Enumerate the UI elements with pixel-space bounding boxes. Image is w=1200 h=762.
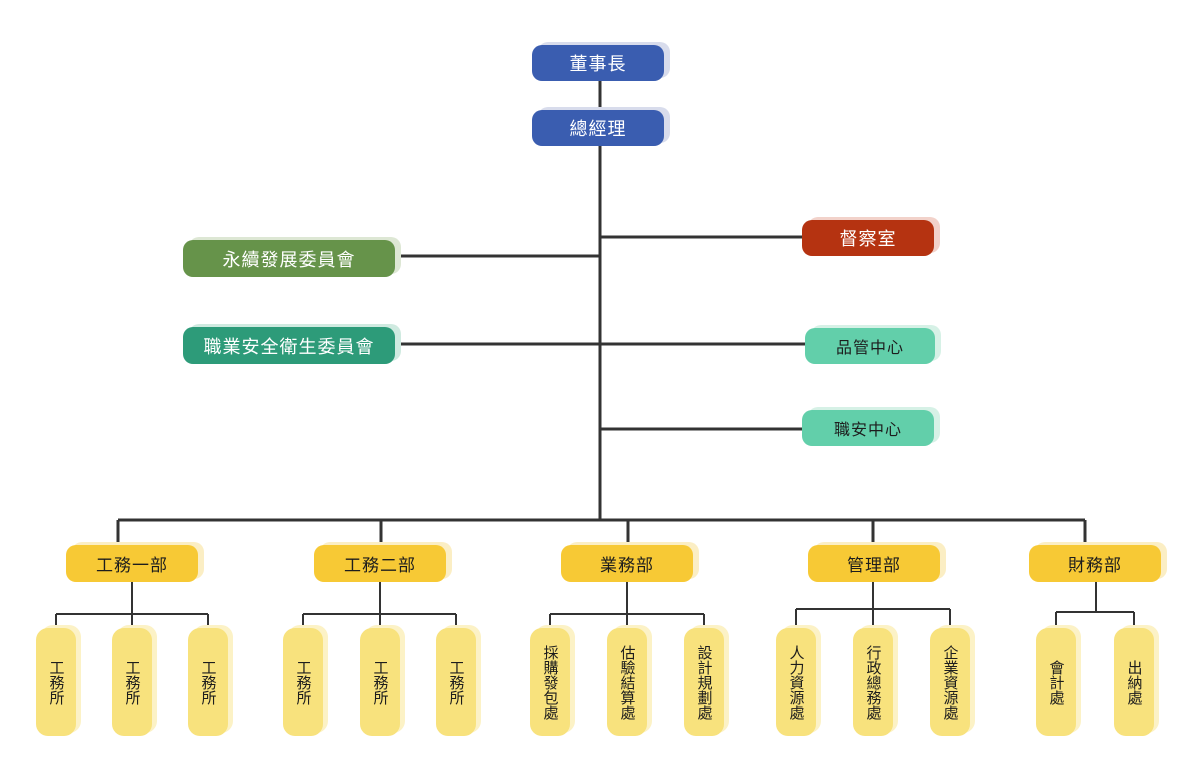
- unit-label: 會計處: [1047, 659, 1066, 705]
- unit-label: 工務所: [371, 659, 390, 705]
- unit-label: 工務所: [123, 659, 142, 705]
- unit-node: 工務所: [188, 628, 228, 736]
- safety-center-node: 職安中心: [802, 410, 934, 446]
- sustainability-committee-node: 永續發展委員會: [183, 240, 395, 277]
- department-node: 工務二部: [314, 545, 446, 582]
- unit-label: 採購發包處: [541, 644, 560, 720]
- unit-node: 工務所: [283, 628, 323, 736]
- sustainability-committee-label: 永續發展委員會: [222, 249, 356, 271]
- unit-label: 工務所: [47, 659, 66, 705]
- unit-node: 行政總務處: [853, 628, 893, 736]
- unit-node: 設計規劃處: [684, 628, 724, 736]
- unit-node: 工務所: [360, 628, 400, 736]
- unit-label: 估驗結算處: [618, 644, 637, 720]
- unit-node: 估驗結算處: [607, 628, 647, 736]
- quality-center-node: 品管中心: [805, 328, 935, 364]
- department-label: 財務部: [1068, 556, 1122, 576]
- unit-node: 會計處: [1036, 628, 1076, 736]
- unit-label: 工務所: [294, 659, 313, 705]
- unit-node: 採購發包處: [530, 628, 570, 736]
- safety-center-label: 職安中心: [833, 420, 902, 439]
- quality-center-label: 品管中心: [835, 338, 904, 357]
- audit-office-node: 督察室: [802, 220, 934, 256]
- department-label: 工務二部: [344, 556, 416, 576]
- general-manager-node: 總經理: [532, 110, 664, 146]
- unit-label: 工務所: [199, 659, 218, 705]
- department-label: 管理部: [847, 556, 901, 576]
- department-node: 工務一部: [66, 545, 198, 582]
- unit-node: 出納處: [1114, 628, 1154, 736]
- audit-office-label: 督察室: [839, 229, 897, 250]
- unit-label: 人力資源處: [787, 644, 806, 720]
- unit-label: 出納處: [1125, 659, 1144, 705]
- chairman-label: 董事長: [569, 54, 627, 75]
- safety-health-committee-node: 職業安全衛生委員會: [183, 327, 395, 364]
- unit-node: 企業資源處: [930, 628, 970, 736]
- unit-node: 工務所: [112, 628, 152, 736]
- department-node: 管理部: [808, 545, 940, 582]
- chairman-node: 董事長: [532, 45, 664, 81]
- department-label: 工務一部: [96, 556, 168, 576]
- unit-label: 企業資源處: [941, 644, 960, 720]
- safety-health-committee-label: 職業安全衛生委員會: [203, 336, 375, 358]
- unit-node: 人力資源處: [776, 628, 816, 736]
- department-label: 業務部: [600, 556, 654, 576]
- unit-label: 行政總務處: [864, 644, 883, 720]
- unit-label: 工務所: [447, 659, 466, 705]
- unit-label: 設計規劃處: [695, 644, 714, 720]
- department-node: 業務部: [561, 545, 693, 582]
- unit-node: 工務所: [436, 628, 476, 736]
- department-node: 財務部: [1029, 545, 1161, 582]
- unit-node: 工務所: [36, 628, 76, 736]
- general-manager-label: 總經理: [569, 119, 627, 140]
